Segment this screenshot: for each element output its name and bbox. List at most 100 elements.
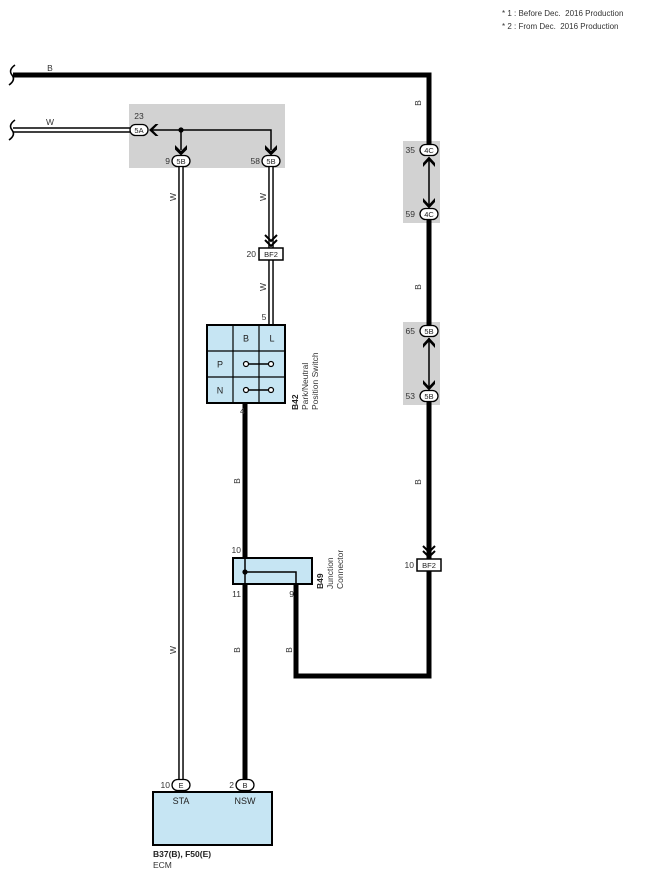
pin-number-35: 35 [406,145,416,155]
switch-column-header-l: L [269,334,274,344]
ecm-connector-code-e: E [178,781,183,790]
arrow-up-icon [423,156,435,167]
ecm-connector-e [171,778,191,792]
wire-label-left-lower-w: W [168,646,178,654]
switch-pin-top: 5 [262,312,267,322]
switch-row-p: P [217,360,223,370]
wire-label-top-w: W [46,117,54,127]
pin-number-20: 20 [247,249,257,259]
junction-block-3: 65 5B 53 5B [406,324,439,403]
pin-number-58: 58 [251,156,261,166]
contact-terminal-icon [242,386,250,394]
connector-code-4c-upper: 4C [424,146,434,155]
junction-pin-out-return: 9 [289,589,294,599]
inline-connector-bf2-pin10: BF2 10 [405,545,442,572]
arrow-left-icon [149,124,159,136]
wire-label-mid-lower-w: W [258,283,268,291]
park-neutral-position-switch: 5 B L P N 4 B42 Park/Neutral Position Sw… [206,312,320,416]
switch-row-n: N [217,386,224,396]
connector-code-5b-left: 5B [176,157,185,166]
pin-number-59: 59 [406,209,416,219]
ecm-name: ECM [153,860,172,870]
ecm-terminal-nsw: NSW [235,796,257,806]
wire-break-mark-w [8,119,16,141]
ecm-pin-number-nsw: 2 [229,780,234,790]
wire-junction-return [293,571,432,679]
connector-4c-lower [419,207,439,221]
connector-code-5b-upper: 5B [424,327,433,336]
ecm-terminal-sta: STA [173,796,190,806]
junction-connector: 10 11 9 B49 Junction Connector [232,545,345,599]
wire-label-right-middle-b: B [413,284,423,290]
pin-number-23: 23 [134,111,144,121]
chevron-down-icon [422,550,436,559]
contact-terminal-icon [267,386,275,394]
connector-5b-left [171,154,191,168]
connector-code-5b-lower: 5B [424,392,433,401]
ecm: 10 E 2 B STA NSW B37(B), F50(E) ECM [152,778,273,870]
wire-label-right-lower-b: B [413,479,423,485]
junction-pin-out-ecm: 11 [232,589,241,599]
junction-block-1-bus [152,129,272,150]
connector-code-5a: 5A [134,126,143,135]
production-note-2: * 2 : From Dec. 2016 Production [502,22,619,31]
ecm-body [152,791,273,846]
wire-label-junction-to-ecm-b: B [232,647,242,653]
wire-label-top-b: B [47,63,53,73]
ecm-id: B37(B), F50(E) [153,849,211,859]
chevron-down-icon [264,234,278,243]
wire-label-left-upper-w: W [168,193,178,201]
chevron-down-icon [422,545,436,554]
arrow-down-icon [175,145,187,156]
arrow-up-icon [423,337,435,348]
connector-code-bf2: BF2 [422,561,436,570]
inline-connector-bf2-pin20: BF2 20 [247,234,284,261]
ecm-connector-code-b: B [242,781,247,790]
ecm-connector-b [235,778,255,792]
junction-connector-branch-line [245,571,297,584]
connector-code-4c-lower: 4C [424,210,434,219]
wire-label-mid-upper-w: W [258,193,268,201]
black-wires [13,72,432,780]
contact-terminal-icon [267,360,275,368]
connector-5a [129,123,149,137]
switch-id: B42 [290,394,300,410]
arrow-down-icon [423,198,435,209]
junction-block-2: 35 4C 59 4C [406,143,439,221]
wire-label-right-upper-b: B [413,100,423,106]
arrow-down-icon [265,145,277,156]
connector-bf2-box [258,247,284,261]
wire-label-junction-return-b: B [284,647,294,653]
connector-5b-right [261,154,281,168]
junction-block-1: 23 5A 9 5B 58 5B [129,111,281,168]
pin-number-65: 65 [406,326,416,336]
connector-bf2-box [416,558,442,572]
switch-column-header-b: B [243,334,249,344]
junction-block-1-background [129,104,285,168]
connector-code-5b-right: 5B [266,157,275,166]
connector-5b-upper [419,324,439,338]
connector-code-bf2: BF2 [264,250,278,259]
pin-number-10: 10 [405,560,415,570]
chevron-down-icon [264,239,278,248]
splice-dot [178,127,184,133]
pin-number-53: 53 [406,391,416,401]
junction-connector-name-line2: Connector [335,550,345,589]
switch-name-line1: Park/Neutral [300,363,310,410]
splice-dot [242,569,248,575]
white-wires [13,127,274,780]
wire-top-b [13,72,432,145]
pin-number-9: 9 [165,156,170,166]
junction-connector-name-line1: Junction [325,557,335,589]
switch-name-line2: Position Switch [310,352,320,410]
switch-pin-bottom: 4 [240,406,245,416]
connector-4c-upper [419,143,439,157]
arrow-down-icon [423,380,435,391]
wire-label-switch-to-junction-b: B [232,478,242,484]
junction-pin-in: 10 [232,545,242,555]
wire-break-mark-b [8,64,16,86]
contact-terminal-icon [242,360,250,368]
connector-5b-lower [419,389,439,403]
ecm-pin-number-sta: 10 [161,780,171,790]
